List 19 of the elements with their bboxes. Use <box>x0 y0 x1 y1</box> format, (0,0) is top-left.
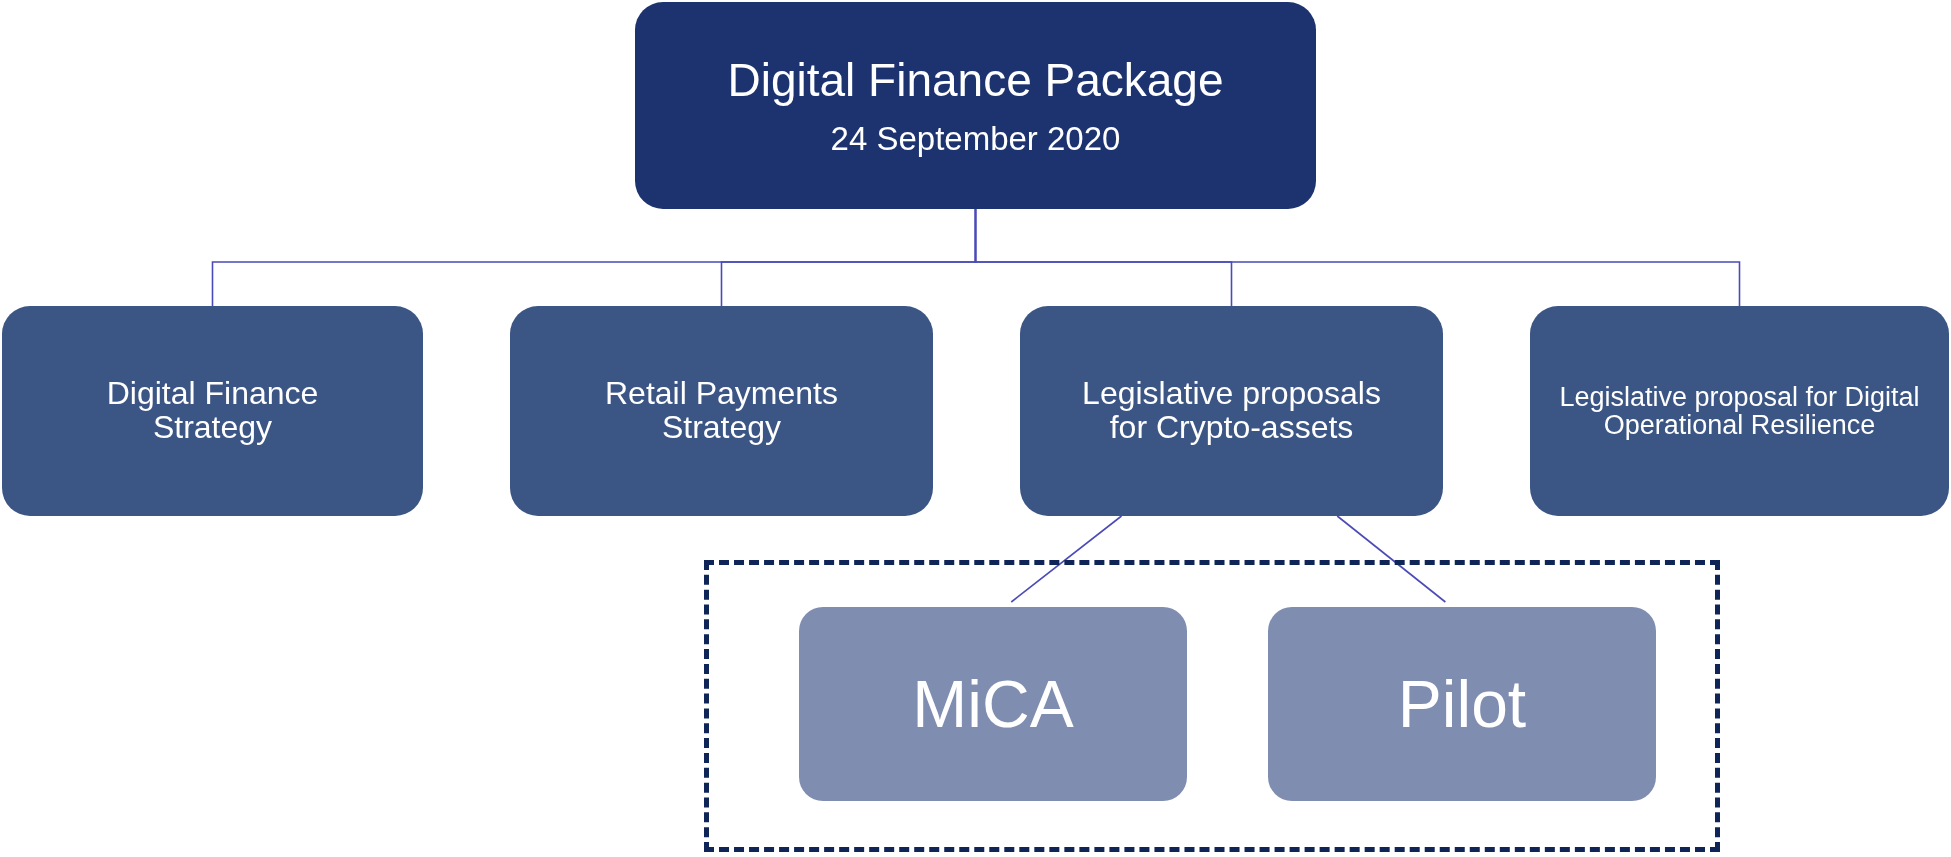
process-box <box>635 2 1316 209</box>
box-title: MiCA <box>912 665 1074 743</box>
box-title: Legislative proposals for Crypto-assets <box>1081 377 1382 445</box>
box-title: Retail Payments Strategy <box>604 377 839 445</box>
box-title: Pilot <box>1397 665 1527 743</box>
box-title: Legislative proposal for Digital Operational Resilience <box>1558 382 1921 440</box>
connector-line <box>974 208 1741 307</box>
process-box <box>1020 306 1443 516</box>
process-box <box>1268 607 1656 801</box>
box-title: Digital Finance Strategy <box>105 377 320 445</box>
process-box <box>799 607 1187 801</box>
process-box <box>510 306 933 516</box>
connector-line <box>1010 515 1123 603</box>
process-box <box>1530 306 1949 516</box>
box-subtitle: 24 September 2020 <box>830 118 1121 159</box>
connector-line <box>1336 515 1447 603</box>
box-title: Digital Finance Package <box>727 53 1224 109</box>
process-box <box>2 306 423 516</box>
group-frame <box>704 560 1720 852</box>
